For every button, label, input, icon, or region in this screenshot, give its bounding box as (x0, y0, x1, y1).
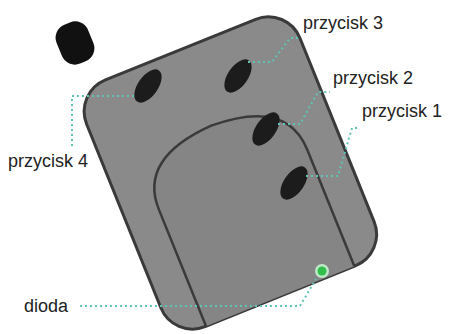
button-3 (219, 55, 257, 98)
button-2 (247, 108, 285, 151)
part-label: przycisk 4 (8, 150, 88, 172)
button-1 (275, 162, 313, 205)
leader-line (72, 96, 134, 146)
leader-line (248, 38, 300, 62)
remote-body (74, 7, 387, 334)
leader-line (306, 128, 360, 176)
part-label: przycisk 2 (333, 67, 413, 89)
inner-panel (137, 96, 354, 327)
diode-ring (315, 264, 329, 278)
leader-line (80, 279, 316, 306)
remote-antenna (51, 17, 98, 69)
antenna-knob (51, 17, 98, 69)
leader-line (278, 92, 330, 124)
leader-lines (72, 38, 360, 306)
part-label: przycisk 1 (362, 100, 442, 122)
diode-light (318, 267, 327, 276)
remote-housing (74, 7, 387, 334)
part-label: dioda (24, 295, 68, 317)
part-label: przycisk 3 (303, 12, 383, 34)
button-4 (129, 65, 167, 108)
